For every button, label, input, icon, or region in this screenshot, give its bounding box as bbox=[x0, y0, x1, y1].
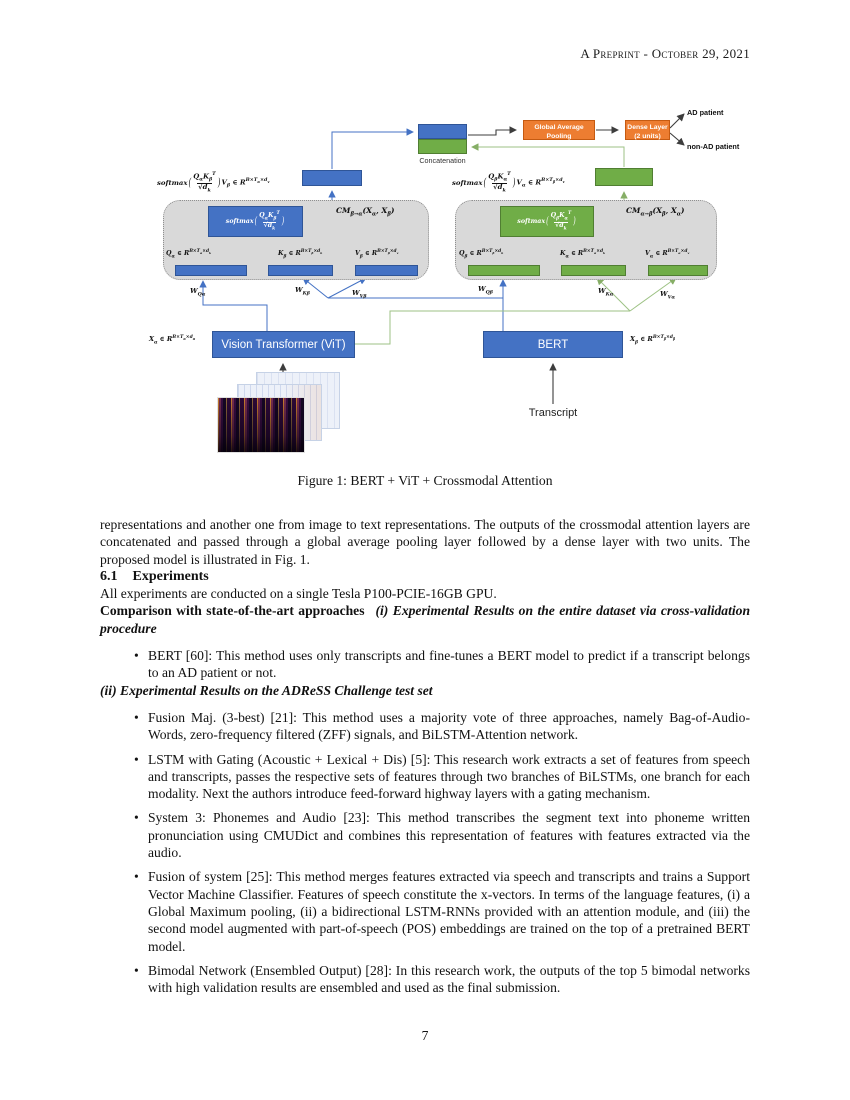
bullet-text: Bimodal Network (Ensembled Output) [28]:… bbox=[148, 962, 750, 996]
dense-layer-box: Dense Layer (2 units) bbox=[625, 120, 670, 140]
right-wq-label: WQβ bbox=[478, 285, 493, 296]
left-wk-label: WKβ bbox=[295, 286, 310, 297]
list-item: • BERT [60]: This method uses only trans… bbox=[134, 647, 750, 682]
right-output-formula: softmax( QβKαT √dk )Vα ∈ RB×Tβ×dv bbox=[452, 171, 565, 194]
left-wq-label: WQα bbox=[190, 287, 206, 298]
bullet-text: Fusion Maj. (3-best) [21]: This method u… bbox=[148, 709, 750, 743]
right-cm-label: CMα→β(Xβ, Xα) bbox=[626, 206, 685, 218]
global-average-pooling-box: Global Average Pooling bbox=[523, 120, 595, 140]
bullet-text: Fusion of system [25]: This method merge… bbox=[148, 869, 750, 954]
right-v-box bbox=[648, 265, 708, 276]
left-v-label: Vβ ∈ RB×Tβ×dv bbox=[355, 249, 399, 260]
adress-heading: (ii) Experimental Results on the ADReSS … bbox=[100, 682, 433, 698]
list-item: • System 3: Phonemes and Audio [23]: Thi… bbox=[134, 809, 750, 861]
bullet-marker: • bbox=[134, 869, 139, 885]
bullet-text: BERT [60]: This method uses only transcr… bbox=[148, 648, 750, 681]
right-k-box bbox=[561, 265, 626, 276]
left-q-label: Qα ∈ RB×Tα×dk bbox=[166, 249, 212, 260]
bullet-marker: • bbox=[134, 709, 139, 725]
bullet-text: LSTM with Gating (Acoustic + Lexical + D… bbox=[148, 751, 750, 802]
left-q-box bbox=[175, 265, 247, 276]
page-number: 7 bbox=[421, 1028, 429, 1043]
comparison-heading: Comparison with state-of-the-art approac… bbox=[100, 602, 750, 637]
right-k-label: Kα ∈ RB×Tα×dk bbox=[560, 249, 606, 260]
x-beta-label: Xβ ∈ RB×Tβ×dβ bbox=[630, 335, 676, 346]
section-number: 6.1 bbox=[100, 568, 118, 584]
bullet-marker: • bbox=[134, 751, 139, 767]
left-cm-label: CMβ→α(Xα, Xβ) bbox=[336, 206, 395, 218]
bullet-marker: • bbox=[134, 962, 139, 978]
left-v-box bbox=[355, 265, 418, 276]
left-output-formula: softmax( QαKβT √dk )Vβ ∈ RB×Tα×dv bbox=[157, 171, 270, 194]
concatenation-label: Concatenation bbox=[419, 156, 466, 165]
list-item: • Fusion of system [25]: This method mer… bbox=[134, 868, 750, 954]
non-ad-patient-label: non-AD patient bbox=[687, 142, 740, 151]
concat-audio-box bbox=[418, 124, 467, 139]
bullet-marker: • bbox=[134, 810, 139, 826]
x-alpha-label: Xα ∈ RB×Tα×dα bbox=[149, 335, 196, 346]
right-wv-label: WVα bbox=[660, 290, 675, 301]
vit-box: Vision Transformer (ViT) bbox=[212, 331, 355, 358]
bullet-text: System 3: Phonemes and Audio [23]: This … bbox=[148, 810, 750, 861]
left-wv-label: WVβ bbox=[352, 289, 367, 300]
right-wk-label: WKα bbox=[598, 287, 614, 298]
list-item: • Bimodal Network (Ensembled Output) [28… bbox=[134, 962, 750, 997]
left-attention-output-box bbox=[302, 170, 362, 186]
right-attention-output-box bbox=[595, 168, 653, 186]
list-item: • LSTM with Gating (Acoustic + Lexical +… bbox=[134, 751, 750, 803]
comparison-heading-italic: (i) Experimental Results on the entire d… bbox=[100, 603, 751, 636]
left-k-label: Kβ ∈ RB×Tβ×dk bbox=[278, 249, 323, 260]
spectrogram-image bbox=[217, 397, 305, 453]
right-softmax-box: softmax( QβKαT √dk ) bbox=[500, 206, 594, 237]
list-item: • Fusion Maj. (3-best) [21]: This method… bbox=[134, 709, 750, 744]
section-title: Experiments bbox=[132, 568, 209, 584]
figure-caption: Figure 1: BERT + ViT + Crossmodal Attent… bbox=[297, 473, 553, 488]
comparison-heading-bold: Comparison with state-of-the-art approac… bbox=[100, 603, 365, 619]
left-k-box bbox=[268, 265, 333, 276]
intro-paragraph: representations and another one from ima… bbox=[100, 517, 750, 567]
left-softmax-box: softmax( QαKβT √dk ) bbox=[208, 206, 303, 237]
right-q-label: Qβ ∈ RB×Tβ×dk bbox=[459, 249, 504, 260]
figure-1-diagram: Concatenation Global Average Pooling Den… bbox=[0, 0, 850, 470]
right-v-label: Vα ∈ RB×Tα×dv bbox=[645, 249, 690, 260]
body-text: representations and another one from ima… bbox=[100, 516, 750, 996]
bert-box: BERT bbox=[483, 331, 623, 358]
section-heading-experiments: 6.1 Experiments bbox=[100, 568, 750, 585]
concat-text-box bbox=[418, 139, 467, 154]
ad-patient-label: AD patient bbox=[687, 108, 724, 117]
running-header: A Preprint - October 29, 2021 bbox=[580, 46, 750, 61]
transcript-label: Transcript bbox=[528, 407, 578, 419]
bullet-marker: • bbox=[134, 648, 139, 664]
gpu-paragraph: All experiments are conducted on a singl… bbox=[100, 586, 497, 602]
right-q-box bbox=[468, 265, 540, 276]
